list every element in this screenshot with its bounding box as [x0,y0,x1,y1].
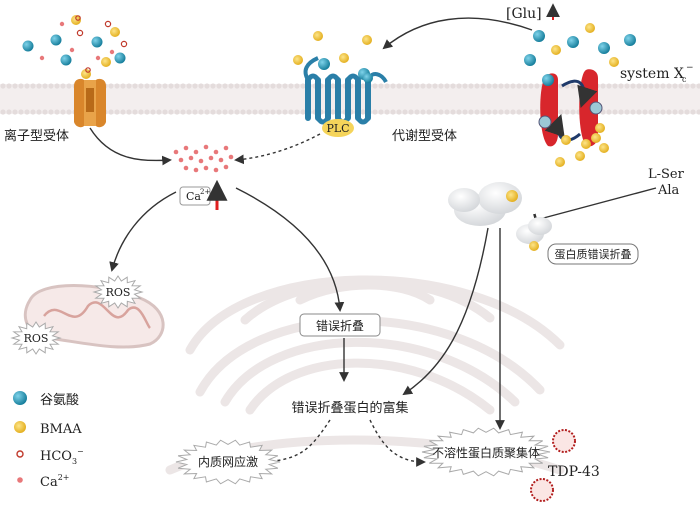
metabotropic-receptor-label: 代谢型受体 [392,128,457,144]
hco3-ion [76,29,84,37]
glutamate-molecule [567,36,579,48]
svg-text:c: c [682,75,687,84]
plc-enzyme [322,119,354,137]
bmaa-molecule [339,53,349,63]
bmaa-molecule [101,57,111,67]
svg-text:2+: 2+ [200,188,210,196]
glutamate-molecule [60,54,72,66]
misfolded-enrichment-label: 错误折叠蛋白的富集 [291,400,408,416]
ros-burst-2: ROS [10,321,62,355]
svg-text:ROS: ROS [24,332,49,345]
calcium-ion [109,49,115,55]
plc-label: PLC [326,122,349,135]
legend-calcium-icon [17,477,23,483]
calcium-box: Ca 2+ [179,179,228,210]
ros-burst-1: ROS [92,275,144,309]
glu-increase-label: [Glu] [506,3,560,22]
bmaa-molecule [313,31,323,41]
calcium-ion [69,47,75,53]
svg-text:ROS: ROS [106,286,131,299]
bmaa-molecule [110,27,120,37]
glutamate-molecule [624,34,636,46]
bmaa-molecule [551,45,561,55]
pathway-arrows [89,17,657,467]
inhibitors-label: L-Ser Ala [648,167,685,198]
bmaa-molecule [81,69,91,79]
glutamate-molecule [598,42,610,54]
svg-text:不溶性蛋白质聚集体: 不溶性蛋白质聚集体 [432,445,540,460]
legend-label-hco3: HCO3− [40,447,84,466]
bmaa-molecule [609,57,619,67]
svg-text:蛋白质错误折叠: 蛋白质错误折叠 [555,247,632,261]
svg-text:system X: system X [620,66,684,82]
er-stress-burst: 内质网应激 [175,439,281,485]
glutamate-molecule [524,54,536,66]
glutamate-molecule [50,34,62,46]
metabotropic-receptor: PLC [303,56,388,137]
calcium-cloud [173,144,234,173]
tdp43-aggregates: TDP-43 [530,429,600,502]
hco3-ion [120,40,128,48]
svg-text:Ca: Ca [186,190,201,203]
hco3-ion [85,67,91,73]
svg-text:TDP-43: TDP-43 [548,464,600,480]
system-xc-label: system X c − [620,63,694,84]
legend-glutamate-icon [13,391,27,405]
svg-text:Ala: Ala [657,183,680,198]
svg-text:[Glu]: [Glu] [506,6,542,22]
calcium-ion [39,55,45,61]
bmaa-molecule [362,35,372,45]
bmaa-molecule [293,55,303,65]
calcium-ion [95,55,101,61]
svg-text:−: − [686,63,694,73]
svg-text:错误折叠: 错误折叠 [316,318,364,333]
intracellular-molecules [555,135,609,167]
system-xc-transporter [538,69,605,147]
legend-label-bmaa: BMAA [40,422,82,437]
misfolding-box: 错误折叠 [299,313,381,337]
misfolded-protein-cloud [448,182,552,251]
svg-text:L-Ser: L-Ser [648,167,685,182]
legend-label-ca: Ca2+ [40,473,70,490]
legend-hco3-icon [16,450,24,458]
insoluble-aggregates-burst: 不溶性蛋白质聚集体 [421,427,551,477]
bmaa-molecule [71,15,81,25]
glutamate-molecule [91,36,103,48]
bmaa-molecule [585,23,595,33]
legend-label-glu: 谷氨酸 [40,393,79,408]
glutamate-molecule [22,40,34,52]
ionotropic-receptor-label: 离子型受体 [4,128,69,144]
legend: 谷氨酸 BMAA HCO3− Ca2+ [13,391,84,490]
legend-bmaa-icon [14,421,26,433]
glutamate-molecule [533,30,545,42]
hco3-ion [75,15,81,21]
svg-text:内质网应激: 内质网应激 [198,454,258,469]
hco3-ion [104,20,112,28]
extracellular-molecules [22,15,636,80]
glutamate-molecule [114,52,126,64]
protein-misfolding-box: 蛋白质错误折叠 [547,243,639,265]
ionotropic-receptor [74,78,106,128]
glutamate-molecule [318,58,330,70]
calcium-ion [59,21,65,27]
